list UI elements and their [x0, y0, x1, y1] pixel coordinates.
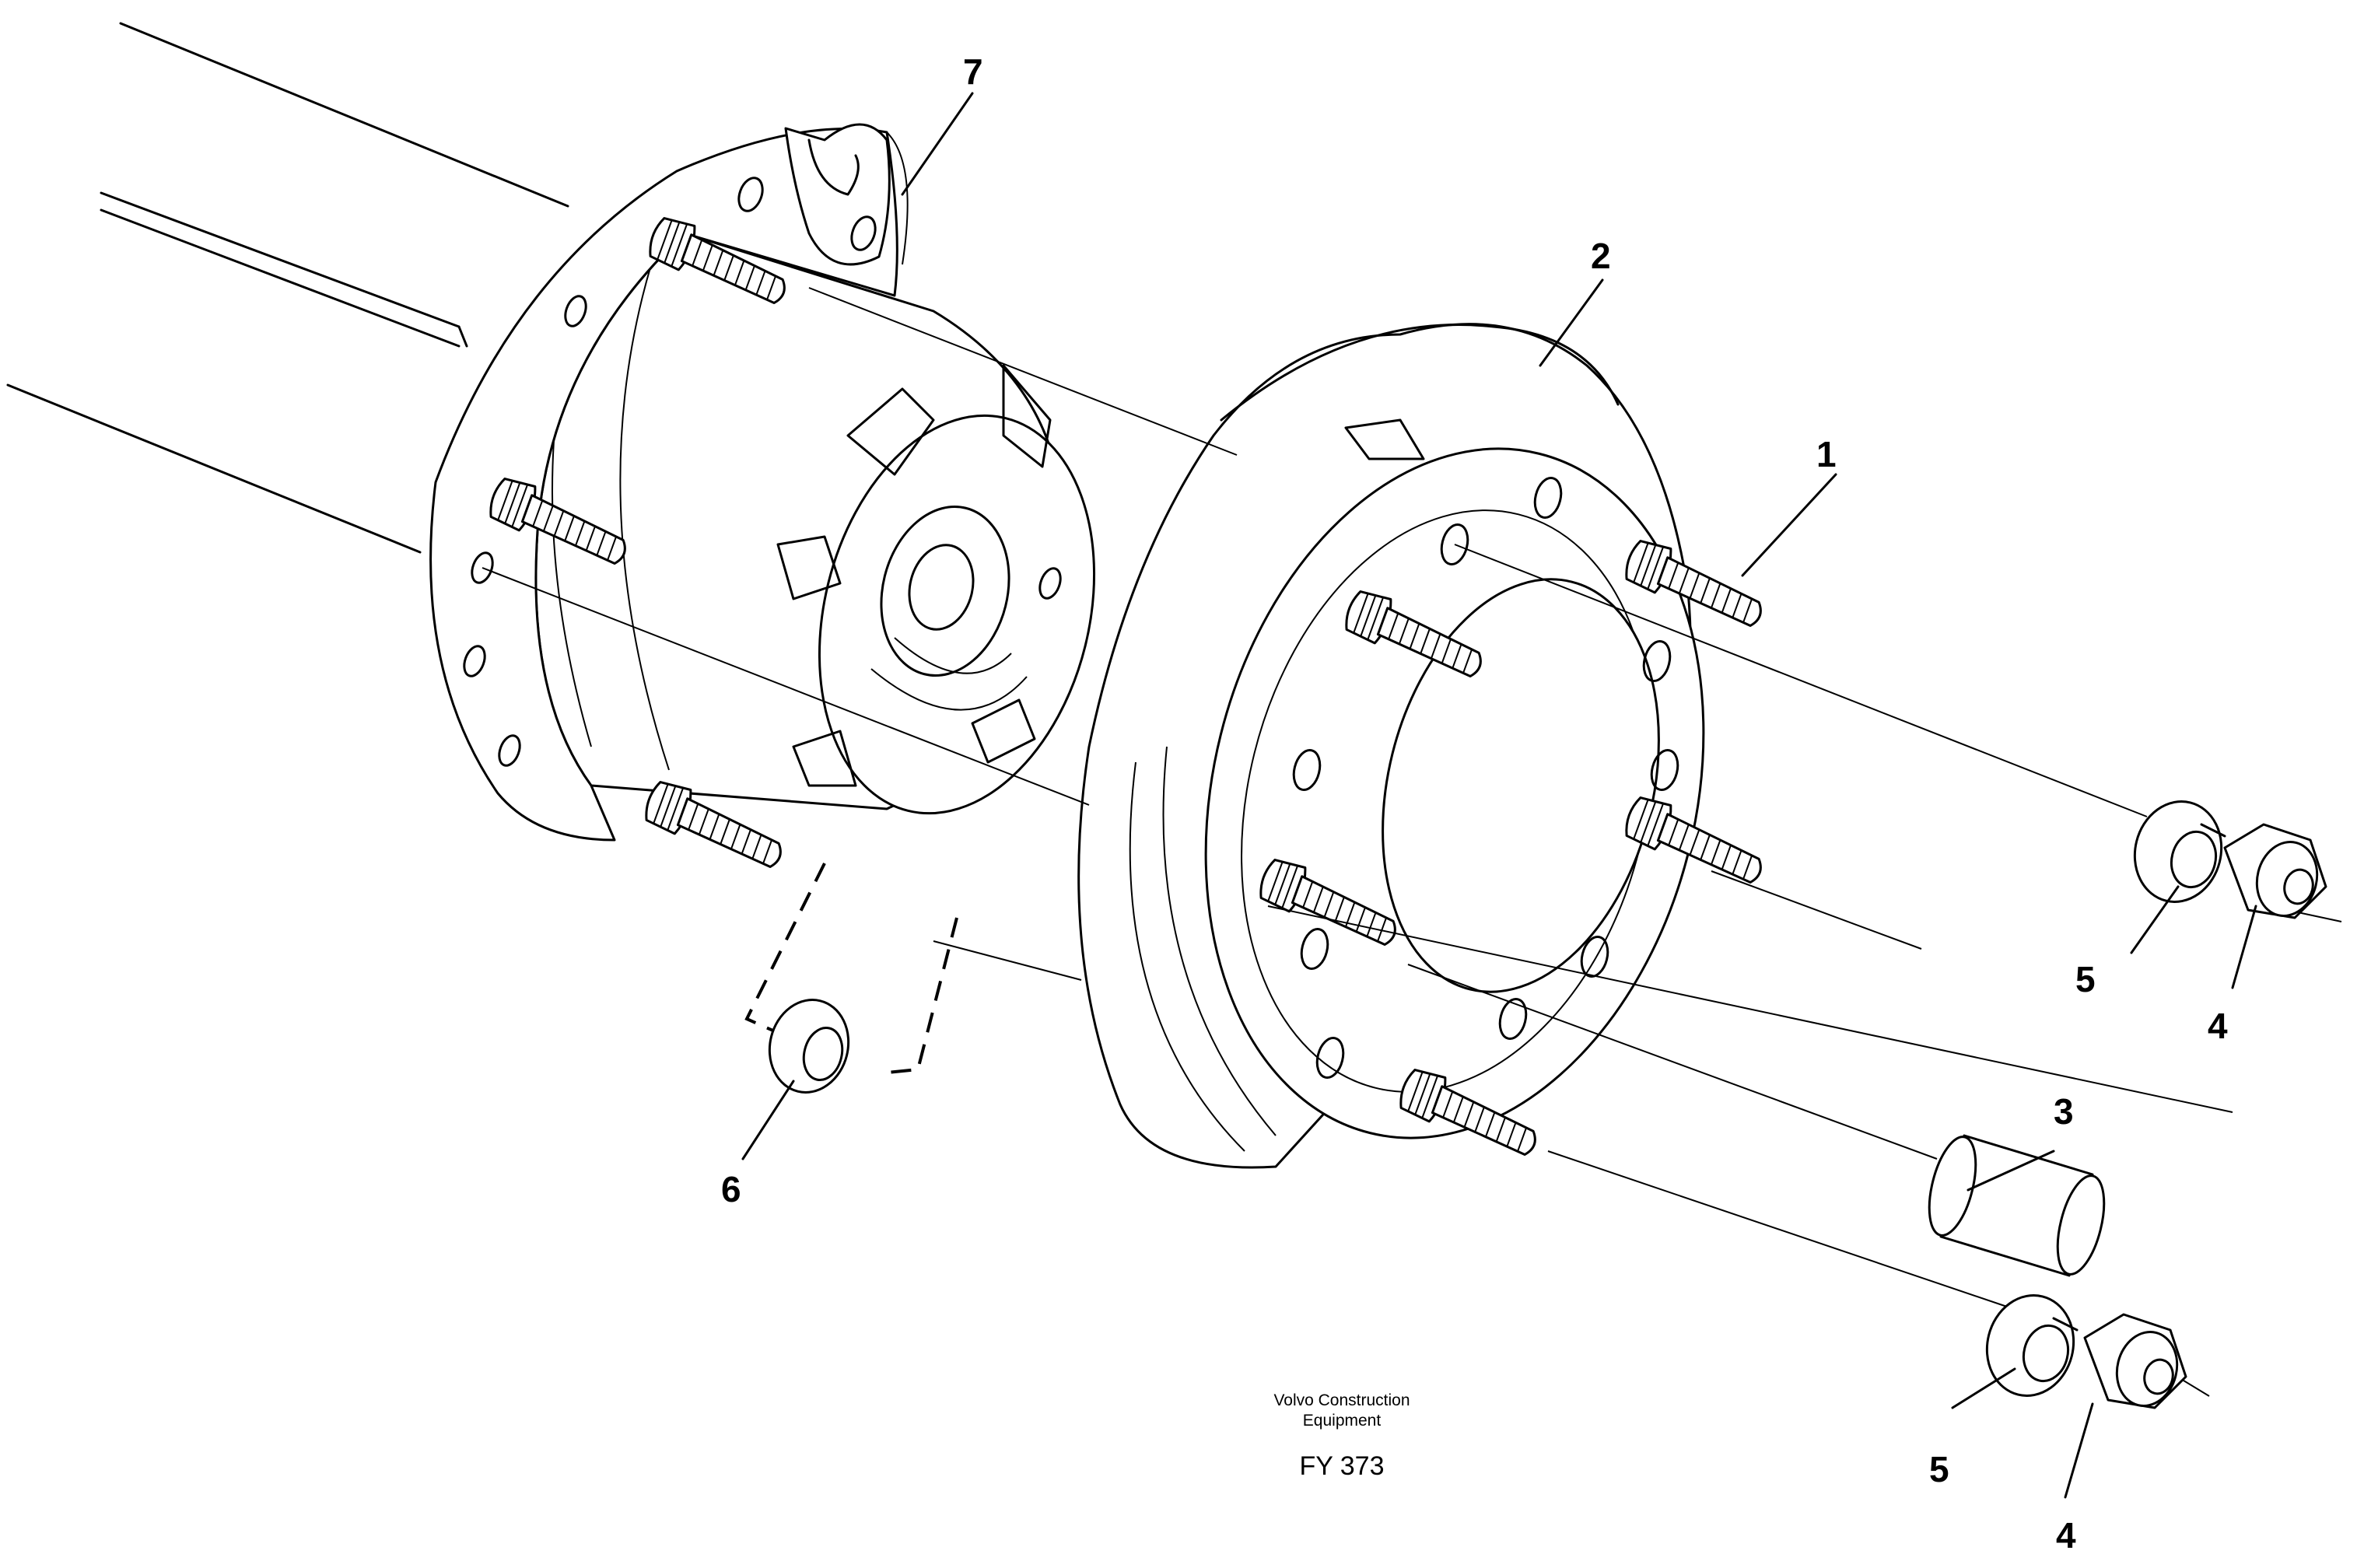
figure-code: FY 373 [1299, 1451, 1385, 1481]
callout-1: 1 [1816, 434, 1837, 474]
callout-5-lower: 5 [1929, 1449, 1949, 1489]
pin-part-3 [1928, 1134, 2106, 1277]
brake-drum-part-2 [1077, 323, 1773, 1169]
nut-part-4-lower [2083, 1313, 2187, 1409]
manufacturer-line-1: Volvo Construction [1273, 1391, 1410, 1409]
manufacturer-line-2: Equipment [1302, 1412, 1382, 1430]
callout-labels: 7 2 1 3 5 4 5 4 6 [721, 51, 2228, 1556]
nut-part-4-upper [2223, 823, 2327, 919]
washer-part-6 [768, 999, 850, 1094]
callout-3: 3 [2054, 1091, 2074, 1132]
callout-leaders [741, 92, 2257, 1499]
split-washer-part-5-lower [1985, 1294, 2079, 1397]
callout-6: 6 [721, 1169, 741, 1209]
callout-5-upper: 5 [2075, 959, 2096, 999]
assembly-centerlines [482, 287, 2342, 1397]
split-washer-part-5-upper [2133, 800, 2226, 903]
wheel-hub-part-7 [429, 123, 1096, 872]
callout-2: 2 [1591, 236, 1611, 276]
callout-4-lower: 4 [2056, 1515, 2076, 1556]
callout-7: 7 [963, 51, 983, 92]
manufacturer-caption: Volvo Construction Equipment [1225, 1391, 1459, 1431]
dashed-assembly-path [744, 863, 958, 1075]
callout-4-upper: 4 [2208, 1006, 2228, 1046]
axle-shaft [6, 22, 569, 554]
